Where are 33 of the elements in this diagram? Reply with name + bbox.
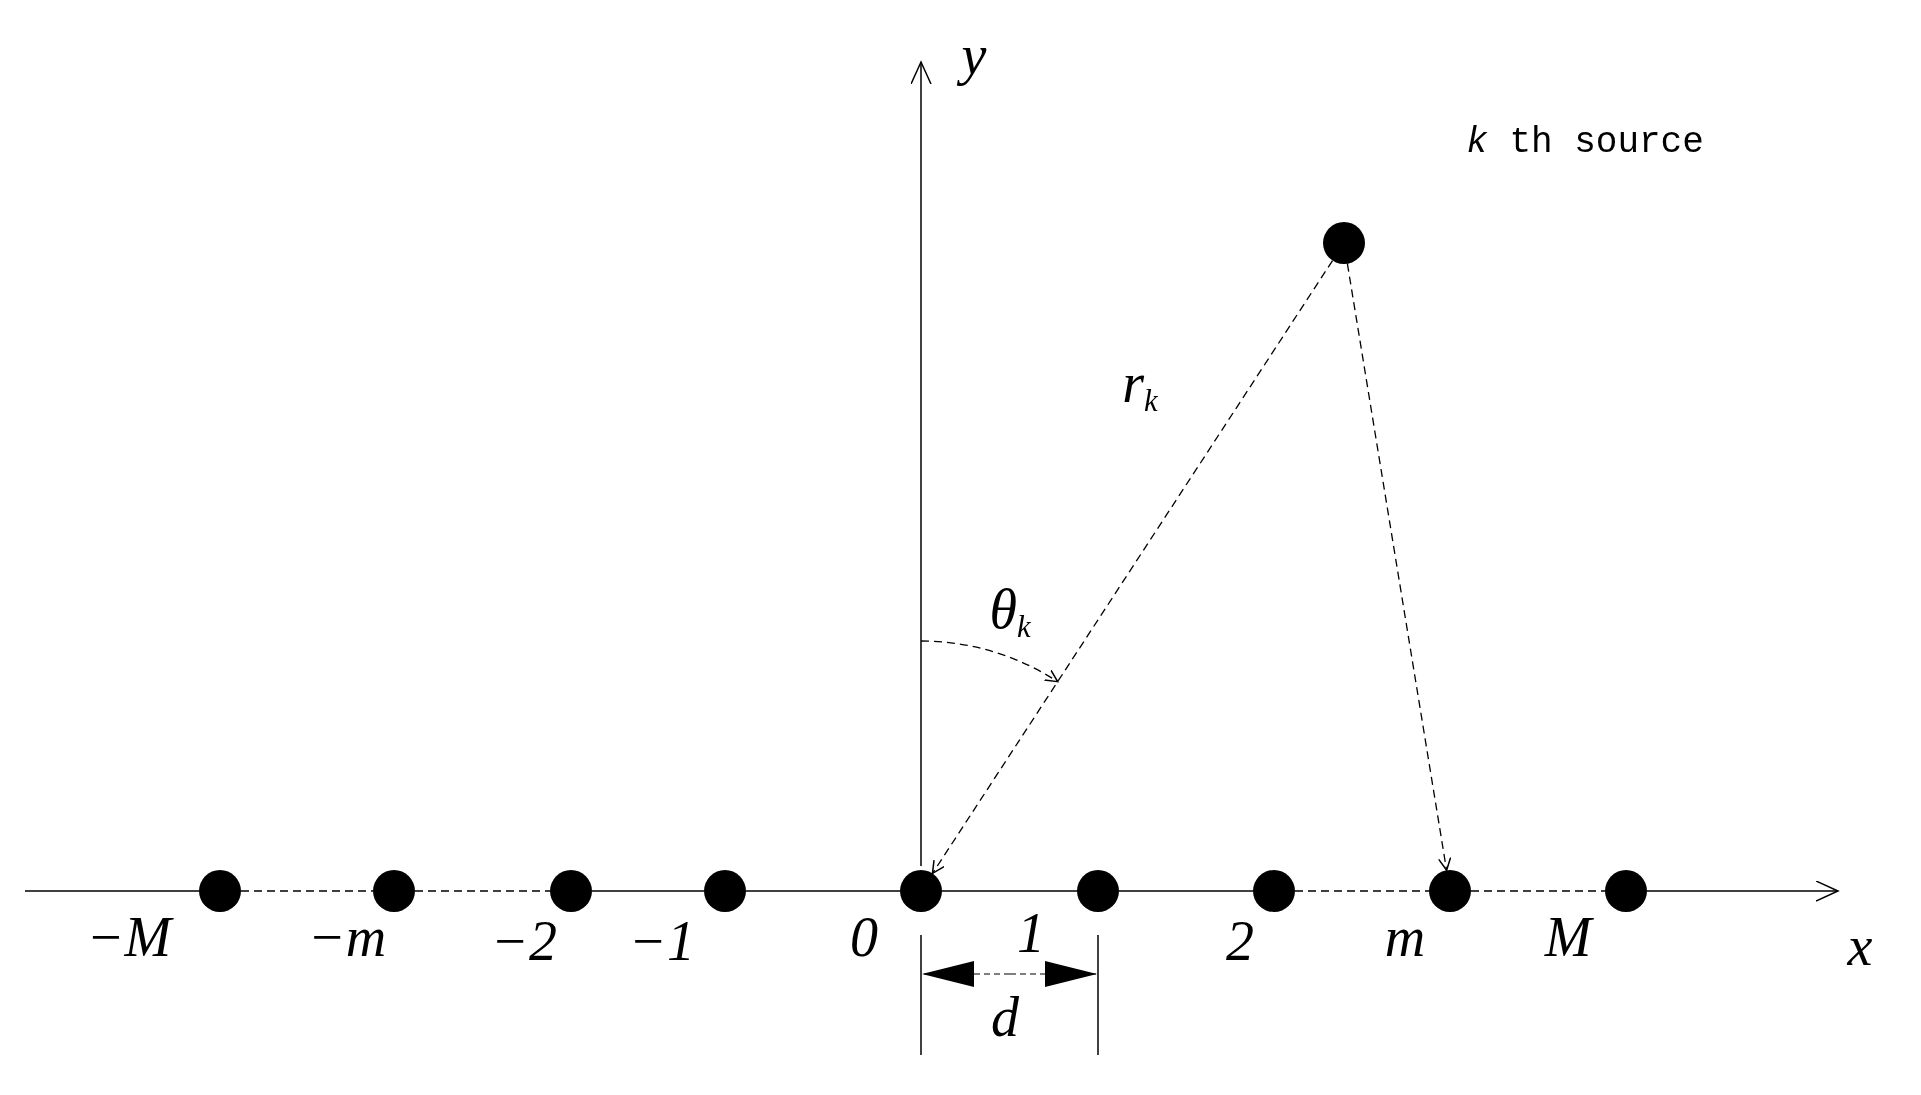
axis-segment — [1118, 890, 1254, 892]
sensor-index: m — [1384, 909, 1426, 965]
dashed-line — [1294, 890, 1430, 892]
dashed-line — [1470, 890, 1606, 892]
axis-segment — [745, 890, 901, 892]
axis-segment — [591, 890, 705, 892]
arrow — [931, 259, 1334, 875]
sensor-dot — [1429, 870, 1471, 912]
axis-segment — [941, 890, 1078, 892]
sensor-index: −m — [307, 909, 387, 965]
sensor-dot — [199, 870, 241, 912]
sensor-dot — [373, 870, 415, 912]
sensor-dot — [1605, 870, 1647, 912]
sensor-index: −2 — [491, 913, 557, 969]
sensor-index: −1 — [629, 913, 695, 969]
dashed-line — [240, 890, 374, 892]
source-label: k th source — [1466, 125, 1704, 161]
sensor-index: 2 — [1226, 913, 1254, 969]
angle-label: θ$_{k}$ — [989, 581, 1031, 643]
dimension-label: d — [991, 989, 1019, 1045]
axis-label: x — [1847, 918, 1873, 974]
sensor-dot — [550, 870, 592, 912]
sensor-index: −M — [86, 909, 172, 965]
dashed-line — [414, 890, 551, 892]
source-dot — [1323, 222, 1365, 264]
sensor-index: 0 — [850, 909, 878, 965]
sensor-dot — [900, 870, 942, 912]
arrow — [1346, 263, 1452, 872]
sensor-dot — [1077, 870, 1119, 912]
sensor-index: 1 — [1017, 905, 1045, 961]
sensor-dot — [1253, 870, 1295, 912]
sensor-dot — [704, 870, 746, 912]
sensor-index: M — [1544, 909, 1592, 965]
